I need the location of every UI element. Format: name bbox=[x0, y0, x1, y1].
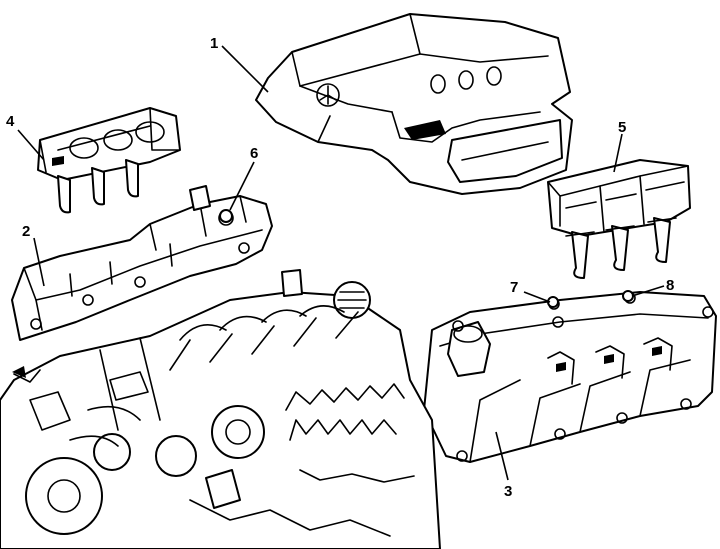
leader-line-3 bbox=[495, 431, 509, 481]
callout-4: 4 bbox=[6, 113, 15, 130]
engine-block bbox=[0, 269, 441, 549]
leader-line-2 bbox=[33, 237, 45, 287]
callout-1: 1 bbox=[210, 35, 218, 52]
intake-manifold-left bbox=[11, 185, 273, 341]
leader-line-5 bbox=[613, 133, 623, 173]
callout-6: 6 bbox=[250, 145, 258, 162]
leader-line-4 bbox=[17, 129, 45, 161]
callout-5: 5 bbox=[618, 119, 626, 136]
leader-line-6 bbox=[229, 161, 255, 211]
leader-line-1 bbox=[221, 45, 269, 93]
leader-lines bbox=[17, 45, 665, 481]
intake-manifold-right bbox=[423, 291, 717, 463]
callout-7: 7 bbox=[510, 279, 518, 296]
ignition-coil-pack-right bbox=[547, 159, 691, 279]
callout-8: 8 bbox=[666, 277, 674, 294]
callout-3: 3 bbox=[504, 483, 512, 500]
engine-cover bbox=[255, 13, 573, 195]
callout-labels: 1 2 3 4 5 6 7 8 bbox=[6, 35, 674, 500]
bolt-6 bbox=[219, 209, 233, 223]
leader-line-7 bbox=[523, 291, 551, 303]
bolt-8 bbox=[622, 290, 634, 302]
callout-2: 2 bbox=[22, 223, 30, 240]
ignition-coil-pack-left bbox=[37, 107, 181, 214]
leader-line-8 bbox=[631, 285, 665, 297]
